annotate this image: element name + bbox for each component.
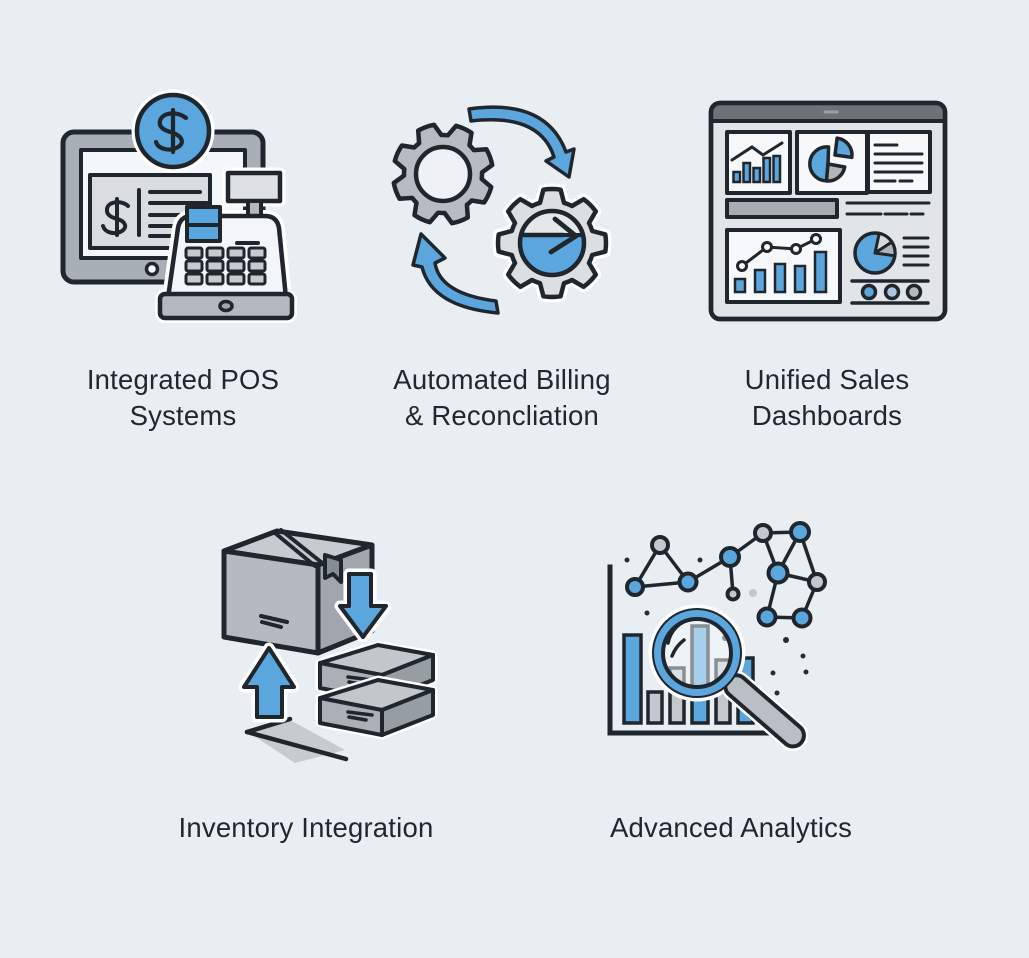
magnifier-rim	[654, 610, 740, 696]
gear-pie-fill	[520, 235, 584, 275]
gear-small	[492, 183, 612, 303]
inventory-boxes-icon	[221, 528, 438, 763]
dollar-sign	[101, 197, 130, 237]
register-keypad	[184, 246, 267, 286]
sync-gears-icon	[391, 105, 612, 315]
sales-dashboard-icon	[708, 100, 948, 322]
pie-legend-lines	[902, 236, 930, 267]
mini-bar-chart	[725, 130, 792, 195]
stacked-boxes	[315, 640, 438, 740]
summary-lines	[845, 201, 931, 216]
sync-arrow-bottom	[411, 232, 500, 315]
feature-label-dashboards: Unified Sales Dashboards	[744, 364, 910, 431]
progress-bar	[725, 198, 839, 219]
magnifier-handle	[723, 673, 806, 749]
magnifier-analytics-icon	[607, 521, 827, 751]
magnifier	[648, 604, 809, 751]
pos-terminal-icon	[60, 89, 297, 323]
dollar-coin	[131, 89, 215, 173]
register-display	[185, 205, 222, 243]
sync-arrow-top	[467, 105, 576, 179]
up-arrow	[238, 642, 300, 723]
gear-large	[391, 122, 495, 226]
down-arrow	[334, 568, 392, 643]
kpi-dots	[850, 279, 930, 305]
chart-axes	[607, 564, 807, 736]
donut-pie	[853, 231, 897, 275]
receipt-printer	[225, 170, 283, 204]
tape-tab	[323, 553, 343, 584]
line-bar-chart	[725, 228, 842, 304]
feature-label-analytics: Advanced Analytics	[609, 812, 853, 843]
dollar-sign	[153, 107, 189, 155]
mini-pie-chart	[795, 130, 869, 195]
forward-arrow	[521, 216, 581, 255]
feature-label-inventory: Inventory Integration	[178, 812, 434, 843]
network-graph	[625, 521, 827, 629]
feature-label-billing: Automated Billing & Reconcliation	[393, 364, 611, 431]
text-list	[866, 130, 932, 194]
cash-register	[155, 167, 297, 323]
feature-label-pos: Integrated POS Systems	[86, 364, 280, 431]
